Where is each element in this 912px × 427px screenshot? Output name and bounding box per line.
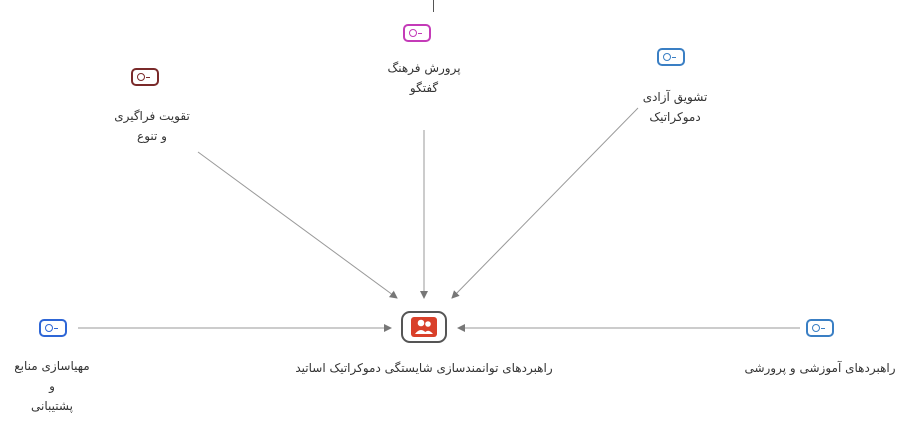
code-label-left: مهیاسازی منابع و پشتیبانی [14,359,90,413]
connector-stub [433,0,434,12]
code-icon [131,68,159,86]
code-icon [657,48,685,66]
code-label-top: پرورش فرهنگ گفتگو [387,61,461,95]
code-label-top-left: تقویت فراگیری و تنوع [114,109,190,143]
code-label-right: راهبردهای آموزشی و پرورشی [744,361,896,375]
code-icon [806,319,834,337]
edge-top-left [197,151,398,299]
user-group-icon [401,311,447,343]
code-icon [39,319,67,337]
code-icon [403,24,431,42]
category-label-center: راهبردهای توانمندسازی شایستگی دموکراتیک … [295,361,553,375]
code-label-top-right: تشویق آزادی دموکراتیک [642,90,708,124]
edge-top-right [451,107,639,299]
